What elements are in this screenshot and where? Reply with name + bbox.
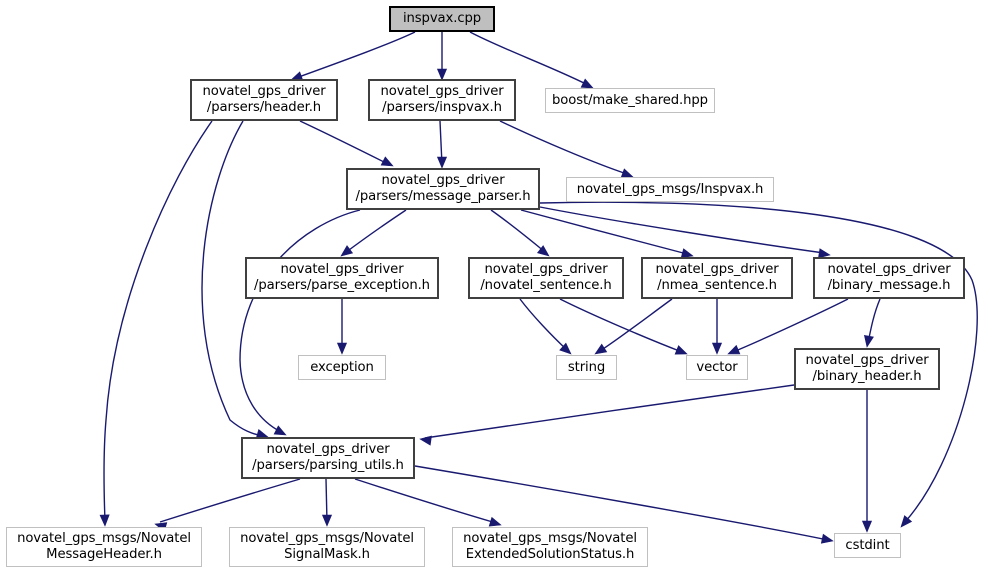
graph-node-vector[interactable]: vector xyxy=(686,355,748,380)
graph-node-cstdint[interactable]: cstdint xyxy=(834,533,901,558)
graph-edge-header_h-to-message_parser_h xyxy=(299,120,389,165)
arrowhead-novatel_sentence_h-to-string xyxy=(559,342,572,355)
graph-node-novatel-sentence-h[interactable]: novatel_gps_driver /novatel_sentence.h xyxy=(468,257,624,299)
graph-node-msgs-signal-mask-h[interactable]: novatel_gps_msgs/Novatel SignalMask.h xyxy=(229,527,425,567)
arrowhead-inspvax_cpp-to-inspvax_h xyxy=(436,68,448,81)
graph-node-exception[interactable]: exception xyxy=(298,355,386,380)
graph-edge-binary_header_h-to-parsing_utils_h xyxy=(424,384,795,439)
arrowhead-binary_header_h-to-parsing_utils_h xyxy=(419,435,432,446)
graph-node-msgs-inspvax-h[interactable]: novatel_gps_msgs/Inspvax.h xyxy=(566,177,774,202)
arrowhead-parsing_utils_h-to-msgs_signal_mask_h xyxy=(321,514,333,527)
graph-edge-parsing_utils_h-to-msgs_message_header_h xyxy=(159,478,301,523)
arrowhead-message_parser_h-to-parse_exception_h xyxy=(340,245,354,257)
graph-node-msgs-ext-sol-status-h[interactable]: novatel_gps_msgs/Novatel ExtendedSolutio… xyxy=(452,527,648,567)
graph-edge-binary_message_h-to-vector xyxy=(732,298,849,353)
graph-edge-header_h-to-parsing_utils_h xyxy=(201,120,264,437)
graph-node-inspvax-cpp[interactable]: inspvax.cpp xyxy=(389,6,495,32)
arrowhead-inspvax_h-to-message_parser_h xyxy=(436,156,448,169)
arrowhead-message_parser_h-to-parsing_utils_h xyxy=(273,425,287,436)
arrowhead-binary_header_h-to-cstdint xyxy=(861,520,873,533)
graph-edge-novatel_sentence_h-to-vector xyxy=(559,298,683,353)
graph-edge-message_parser_h-to-parsing_utils_h xyxy=(239,209,361,433)
graph-edge-parsing_utils_h-to-msgs_ext_sol_status_h xyxy=(354,478,497,524)
graph-node-make-shared-hpp[interactable]: boost/make_shared.hpp xyxy=(545,88,715,113)
graph-edge-inspvax_h-to-msgs_inspvax_h xyxy=(499,120,628,175)
arrowhead-header_h-to-message_parser_h xyxy=(380,156,394,167)
arrowhead-message_parser_h-to-novatel_sentence_h xyxy=(536,245,550,257)
graph-edge-nmea_sentence_h-to-string xyxy=(599,298,673,352)
graph-edge-message_parser_h-to-parse_exception_h xyxy=(344,209,407,254)
graph-node-binary-message-h[interactable]: novatel_gps_driver /binary_message.h xyxy=(813,257,965,299)
arrowhead-binary_message_h-to-vector xyxy=(727,344,741,355)
arrowhead-header_h-to-msgs_message_header_h xyxy=(99,514,110,527)
arrowhead-message_parser_h-to-cstdint xyxy=(900,515,913,528)
arrowhead-parsing_utils_h-to-cstdint xyxy=(820,533,834,544)
arrowhead-binary_message_h-to-binary_header_h xyxy=(863,334,874,348)
graph-edge-inspvax_cpp-to-make_shared_hpp xyxy=(469,31,589,86)
graph-edge-message_parser_h-to-novatel_sentence_h xyxy=(490,209,546,253)
arrowhead-parse_exception_h-to-exception xyxy=(336,342,348,355)
graph-node-msgs-message-header-h[interactable]: novatel_gps_msgs/Novatel MessageHeader.h xyxy=(6,527,202,567)
graph-node-nmea-sentence-h[interactable]: novatel_gps_driver /nmea_sentence.h xyxy=(641,257,793,299)
graph-node-parsing-utils-h[interactable]: novatel_gps_driver /parsers/parsing_util… xyxy=(241,437,415,479)
graph-edge-message_parser_h-to-binary_message_h xyxy=(539,206,825,254)
arrowhead-message_parser_h-to-nmea_sentence_h xyxy=(680,248,694,258)
graph-node-parse-exception-h[interactable]: novatel_gps_driver /parsers/parse_except… xyxy=(245,257,439,299)
graph-edge-inspvax_cpp-to-header_h xyxy=(295,31,416,79)
graph-edge-novatel_sentence_h-to-string xyxy=(519,298,568,351)
arrowhead-message_parser_h-to-binary_message_h xyxy=(818,248,831,259)
arrowhead-parsing_utils_h-to-msgs_ext_sol_status_h xyxy=(488,516,502,527)
arrowhead-nmea_sentence_h-to-vector xyxy=(711,342,723,355)
graph-edge-message_parser_h-to-nmea_sentence_h xyxy=(520,209,688,255)
graph-node-inspvax-h[interactable]: novatel_gps_driver /parsers/inspvax.h xyxy=(368,79,516,121)
graph-edge-header_h-to-msgs_message_header_h xyxy=(103,120,213,522)
graph-node-string[interactable]: string xyxy=(556,355,617,380)
graph-node-header-h[interactable]: novatel_gps_driver /parsers/header.h xyxy=(190,79,338,121)
arrowhead-novatel_sentence_h-to-vector xyxy=(674,345,688,355)
graph-edge-parsing_utils_h-to-cstdint xyxy=(414,465,829,541)
graph-node-binary-header-h[interactable]: novatel_gps_driver /binary_header.h xyxy=(794,348,940,390)
arrowhead-inspvax_cpp-to-make_shared_hpp xyxy=(580,78,594,89)
arrowhead-nmea_sentence_h-to-string xyxy=(594,343,608,355)
graph-node-message-parser-h[interactable]: novatel_gps_driver /parsers/message_pars… xyxy=(346,168,540,210)
